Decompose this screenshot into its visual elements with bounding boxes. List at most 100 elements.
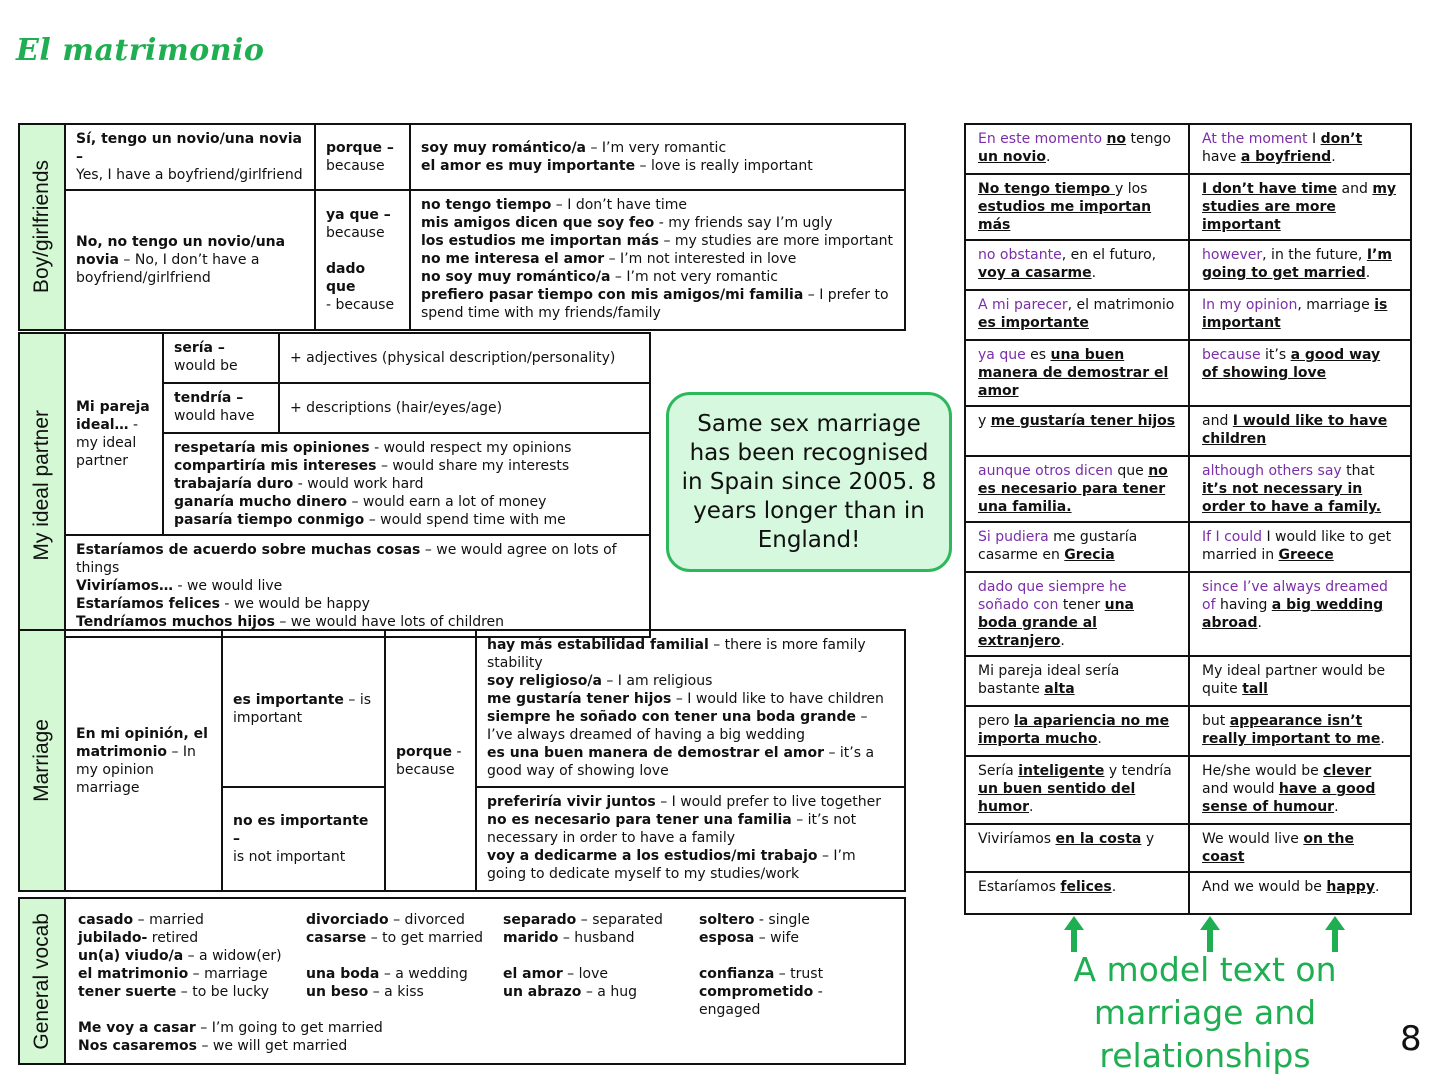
english-text: but appearance isn’t really important to… [1188, 705, 1412, 757]
phrase-line: los estudios me importan más – my studie… [421, 233, 894, 249]
spanish-text: ya que es una buen manera de demostrar e… [964, 339, 1190, 407]
english-text: although others say that it’s not necess… [1188, 455, 1412, 523]
phrase-line: un(a) viudo/a – a widow(er) [78, 948, 282, 964]
phrase-line: me gustaría tener hijos – I would like t… [487, 691, 884, 707]
spanish-text: aunque otros dicen que no es necesario p… [964, 455, 1190, 523]
phrase-line: prefiero pasar tiempo con mis amigos/mi … [421, 287, 889, 321]
english-text: because it’s a good way of showing love [1188, 339, 1412, 407]
up-arrow-icon [1325, 916, 1345, 952]
phrase-line [306, 947, 503, 965]
spanish-text: pero la apariencia no me importa mucho. [964, 705, 1190, 757]
phrase-line: un abrazo – a hug [503, 984, 637, 1000]
phrase-line: el amor – love [503, 966, 608, 982]
page-title: El matrimonio [16, 33, 265, 68]
phrase-line: soy religioso/a – I am religious [487, 673, 713, 689]
marriage-table: Marriage En mi opinión, el matrimonio – … [18, 629, 906, 892]
english-text: He/she would be clever and would have a … [1188, 755, 1412, 825]
phrase-line: el amor es muy importante – love is real… [421, 158, 813, 174]
phrase-line: soy muy romántico/a – I’m very romantic [421, 140, 727, 156]
seria-cell: sería –would be [162, 332, 280, 384]
phrase-line: no tengo tiempo – I don’t have time [421, 197, 687, 213]
spanish-text: Viviríamos en la costa y [964, 823, 1190, 873]
model-row: Sería inteligente y tendría un buen sent… [964, 755, 1412, 825]
spanish-text: No tengo tiempo y los estudios me import… [964, 173, 1190, 241]
tendria-cell: tendría –would have [162, 382, 280, 434]
phrase-line: compartiría mis intereses – would share … [174, 458, 570, 474]
english-text: We would live on the coast [1188, 823, 1412, 873]
boyfriends-side-label: Boy/girlfriends [18, 123, 66, 331]
phrase-line: soltero - single [699, 912, 810, 928]
phrase-line: es una buen manera de demostrar el amor … [487, 745, 875, 779]
english-text: At the moment I don’t have a boyfriend. [1188, 123, 1412, 175]
spanish-text: no obstante, en el futuro, voy a casarme… [964, 239, 1190, 291]
phrase-line: Estaríamos de acuerdo sobre muchas cosas… [76, 542, 617, 576]
model-row: En este momento no tengo un novio.At the… [964, 123, 1412, 175]
marriage-lead: En mi opinión, el matrimonio – In my opi… [64, 629, 223, 892]
phrase-line: no soy muy romántico/a – I’m not very ro… [421, 269, 778, 285]
up-arrow-icon [1064, 916, 1084, 952]
same-sex-marriage-callout: Same sex marriage has been recognised in… [666, 392, 952, 572]
phrase-line: voy a dedicarme a los estudios/mi trabaj… [487, 848, 856, 882]
yes-cell: Sí, tengo un novio/una novia –Yes, I hav… [64, 123, 316, 191]
partner-table: My ideal partner Mi pareja ideal… - my i… [18, 332, 651, 638]
phrase-line: Nos casaremos – we will get married [78, 1038, 348, 1054]
phrase-line: una boda – a wedding [306, 966, 468, 982]
phrase-line: marido – husband [503, 930, 635, 946]
phrase-line: divorciado – divorced [306, 912, 465, 928]
spanish-text: y me gustaría tener hijos [964, 405, 1190, 457]
phrase-line: separado – separated [503, 912, 663, 928]
partner-verbs: respetaría mis opiniones - would respect… [162, 432, 651, 536]
english-text: and I would like to have children [1188, 405, 1412, 457]
phrase-line: preferiría vivir juntos – I would prefer… [487, 794, 881, 810]
spanish-text: Estaríamos felices. [964, 871, 1190, 915]
spanish-text: A mi parecer, el matrimonio es important… [964, 289, 1190, 341]
no-cell: No, no tengo un novio/una novia – No, I … [64, 189, 316, 331]
model-row: no obstante, en el futuro, voy a casarme… [964, 239, 1412, 291]
boyfriends-table: Boy/girlfriends Sí, tengo un novio/una n… [18, 123, 906, 331]
tendria-desc: + descriptions (hair/eyes/age) [278, 382, 651, 434]
importante-cell: es importante – is important [221, 629, 386, 788]
partner-side-label: My ideal partner [18, 332, 66, 638]
english-text: however, in the future, I’m going to get… [1188, 239, 1412, 291]
phrase-line: siempre he soñado con tener una boda gra… [487, 709, 868, 743]
phrase-line: hay más estabilidad familial – there is … [487, 637, 866, 671]
vocab-col-2: divorciado – divorced casarse – to get ma… [306, 911, 503, 1019]
model-row: dado que siempre he soñado con tener una… [964, 571, 1412, 657]
marriage-reasons-noimp: preferiría vivir juntos – I would prefer… [475, 786, 906, 892]
vocab-bottom: Me voy a casar – I’m going to get marrie… [78, 1019, 894, 1055]
phrase-line: respetaría mis opiniones - would respect… [174, 440, 572, 456]
phrase-line: Viviríamos… - we would live [76, 578, 283, 594]
up-arrow-icon [1200, 916, 1220, 952]
phrase-line: no es necesario para tener una familia –… [487, 812, 857, 846]
phrase-line: Me voy a casar – I’m going to get marrie… [78, 1020, 383, 1036]
model-row: Estaríamos felices.And we would be happy… [964, 871, 1412, 915]
english-text: And we would be happy. [1188, 871, 1412, 915]
english-text: In my opinion, marriage is important [1188, 289, 1412, 341]
vocab-col-3: separado – separated marido – husband el … [503, 911, 699, 1019]
phrase-line: pasaría tiempo conmigo – would spend tim… [174, 512, 566, 528]
phrase-line: trabajaría duro - would work hard [174, 476, 424, 492]
phrase-line: comprometido - engaged [699, 984, 823, 1018]
phrase-line: jubilado- retired [78, 930, 199, 946]
phrase-line: mis amigos dicen que soy feo - my friend… [421, 215, 833, 231]
marriage-porque: porque - because [384, 629, 477, 892]
phrase-line: casarse – to get married [306, 930, 483, 946]
model-row: Si pudiera me gustaría casarme en Grecia… [964, 521, 1412, 573]
phrase-line: ganaría mucho dinero – would earn a lot … [174, 494, 547, 510]
page-number: 8 [1400, 1019, 1422, 1059]
english-text: My ideal partner would be quite tall [1188, 655, 1412, 707]
seria-desc: + adjectives (physical description/perso… [278, 332, 651, 384]
no-importante-cell: no es importante –is not important [221, 786, 386, 892]
phrase-line: no me interesa el amor – I’m not interes… [421, 251, 797, 267]
spanish-text: Si pudiera me gustaría casarme en Grecia [964, 521, 1190, 573]
partner-together: Estaríamos de acuerdo sobre muchas cosas… [64, 534, 651, 638]
model-row: A mi parecer, el matrimonio es important… [964, 289, 1412, 341]
spanish-text: Sería inteligente y tendría un buen sent… [964, 755, 1190, 825]
